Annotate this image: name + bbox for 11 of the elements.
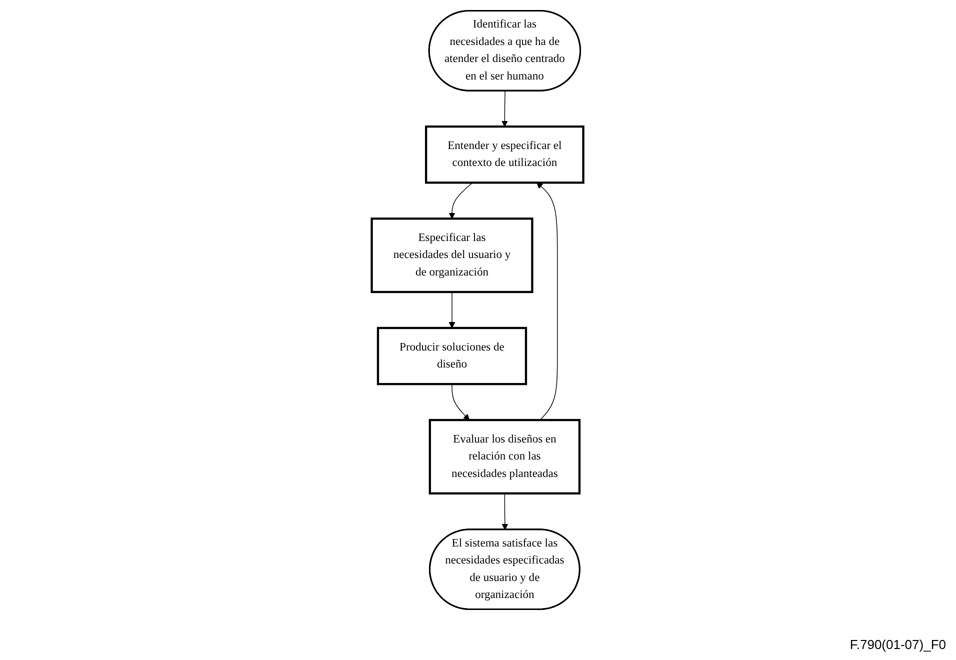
arrow bbox=[449, 292, 456, 328]
node-box: Especificar las necesidades del usuario y de organización bbox=[371, 218, 534, 294]
node-box: Evaluar los diseños en relación con las necesidades planteadas bbox=[429, 418, 582, 494]
arrow bbox=[536, 182, 558, 420]
arrow bbox=[502, 90, 508, 127]
node-box: Entender y especificar el contexto de utilización bbox=[425, 126, 585, 184]
node-box: Producir soluciones de diseño bbox=[377, 326, 528, 386]
arrow bbox=[452, 384, 470, 420]
figure-code: F.790(01-07)_F0 bbox=[850, 637, 946, 652]
arrow bbox=[449, 182, 474, 219]
arrow bbox=[502, 493, 509, 530]
